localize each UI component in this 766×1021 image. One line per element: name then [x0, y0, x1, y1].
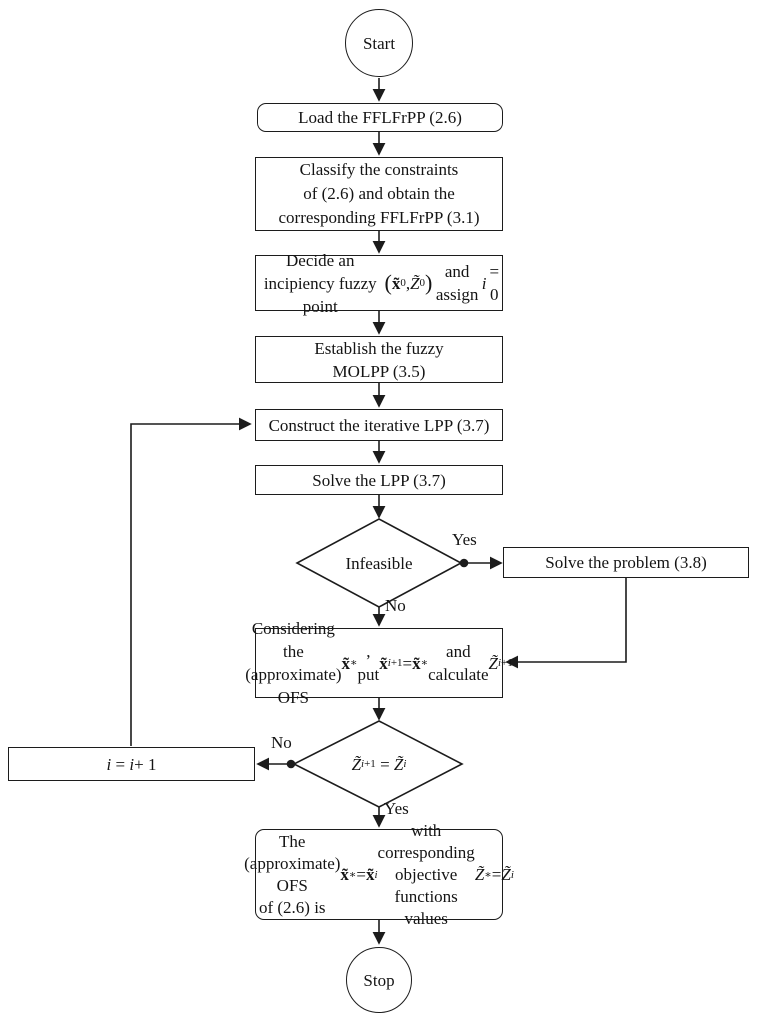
infeasible-decision-label: Infeasible: [345, 553, 413, 573]
junction-dot-infeasible: [459, 558, 469, 568]
label-infeasible-yes: Yes: [452, 530, 477, 549]
junction-dot-zcheck: [286, 759, 296, 769]
start-terminal: Start: [345, 9, 413, 77]
label-zcheck-no: No: [271, 733, 292, 752]
stop-terminal: Stop: [346, 947, 412, 1013]
z-check-decision-label: Z̃i+1 = Z̃i: [351, 754, 407, 774]
arrow-solveproblem-to-considering: [505, 578, 627, 669]
increment-step: i = i + 1: [8, 747, 255, 781]
solve-problem-step: Solve the problem (3.8): [503, 547, 749, 578]
construct-step: Construct the iterative LPP (3.7): [255, 409, 503, 441]
flow-arrows: [130, 78, 627, 945]
considering-step: Considering the (approximate)OFS x̃∗, pu…: [245, 619, 513, 707]
solve-lpp-step: Solve the LPP (3.7): [255, 465, 503, 495]
label-infeasible-no: No: [385, 596, 406, 615]
label-zcheck-yes: Yes: [384, 799, 409, 818]
load-step: Load the FFLFrPP (2.6): [257, 103, 503, 132]
arrow-increment-loop-to-construct: [130, 417, 252, 746]
